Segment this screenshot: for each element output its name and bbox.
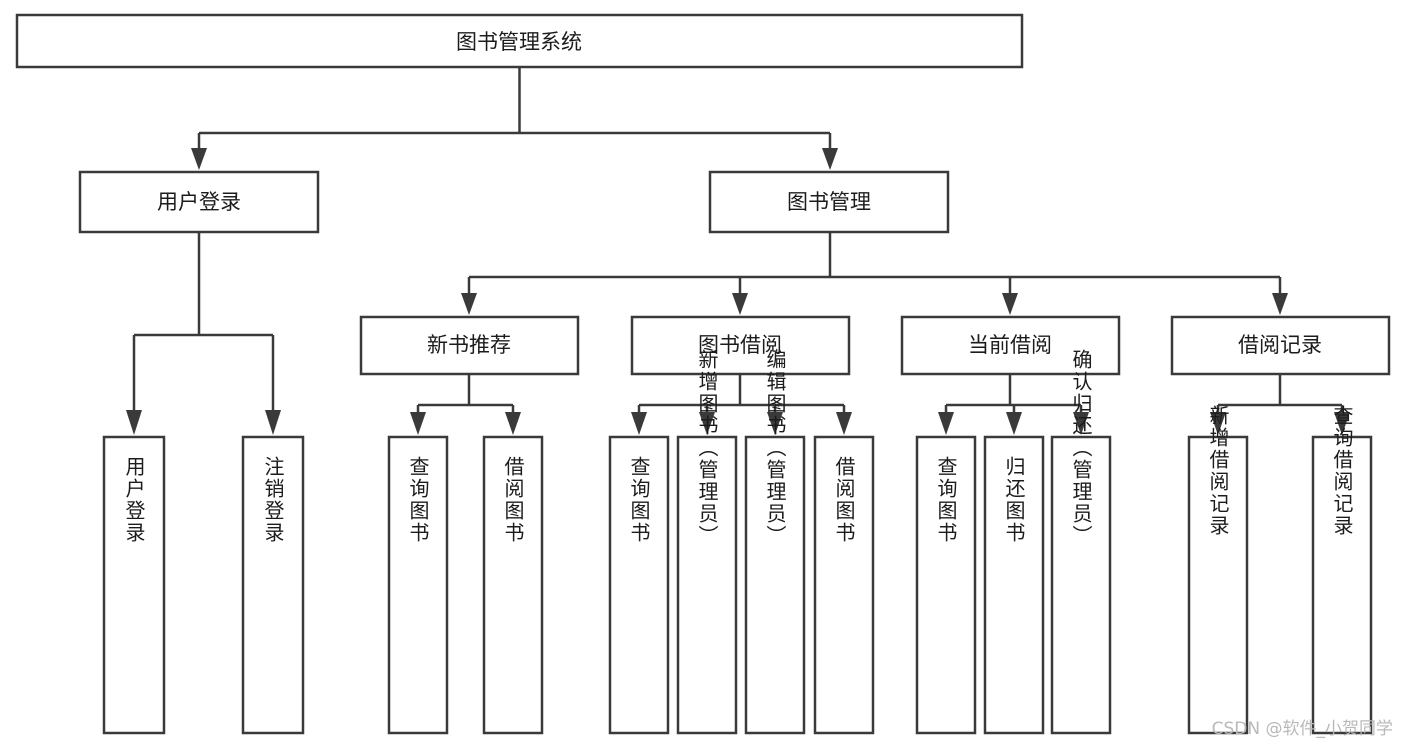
node-leaf-query-book-2-box[interactable]: [608, 435, 670, 735]
node-root-box[interactable]: [15, 13, 1024, 69]
node-leaf-logout[interactable]: 注销登录: [241, 435, 305, 735]
arrow-head-current-borrow: [1002, 293, 1018, 315]
arrow-head-book-borrow: [732, 293, 748, 315]
arrow-head-leaf-logout: [265, 410, 281, 435]
node-leaf-query-book-1[interactable]: 查询图书: [387, 435, 449, 735]
node-leaf-return-book[interactable]: 归还图书: [983, 435, 1045, 735]
node-leaf-borrow-book-2-box[interactable]: [813, 435, 875, 735]
arrow-head-leaf-query-book-2: [631, 412, 647, 435]
node-new-book-rec[interactable]: 新书推荐: [359, 315, 580, 376]
node-leaf-query-book-1-label: 查询图书: [406, 456, 430, 544]
node-book-manage-label: 图书管理: [787, 190, 871, 214]
node-leaf-query-book-3[interactable]: 查询图书: [915, 435, 977, 735]
node-leaf-query-book-3-label: 查询图书: [934, 456, 958, 544]
node-root[interactable]: 图书管理系统: [15, 13, 1024, 69]
node-leaf-user-login-label: 用户登录: [122, 456, 146, 544]
node-new-book-rec-box[interactable]: [359, 315, 580, 376]
arrow-head-leaf-user-login: [126, 410, 142, 435]
node-leaf-confirm-return[interactable]: 确认归还（管理员）: [1050, 349, 1112, 735]
node-leaf-add-record[interactable]: 新增借阅记录: [1187, 405, 1249, 735]
node-leaf-edit-book[interactable]: 编辑图书（管理员）: [744, 349, 806, 735]
node-leaf-add-book-label: 新增图书（管理员）: [695, 349, 719, 547]
node-current-borrow-label: 当前借阅: [968, 333, 1052, 357]
node-leaf-borrow-book-2-label: 借阅图书: [832, 456, 856, 544]
node-root-label: 图书管理系统: [456, 30, 582, 54]
node-user-login[interactable]: 用户登录: [78, 170, 320, 234]
arrow-head-leaf-add-book: [699, 412, 715, 435]
node-leaf-query-record-label: 查询借阅记录: [1330, 405, 1354, 537]
node-leaf-add-book-box[interactable]: [676, 435, 738, 735]
node-leaf-edit-book-label: 编辑图书（管理员）: [763, 349, 787, 547]
node-book-manage[interactable]: 图书管理: [708, 170, 950, 234]
node-leaf-query-book-2-label: 查询图书: [627, 456, 651, 544]
node-leaf-user-login-box[interactable]: [102, 435, 166, 735]
node-leaf-logout-label: 注销登录: [261, 456, 285, 544]
node-borrow-record-label: 借阅记录: [1238, 333, 1322, 357]
connector-layer: [126, 67, 1350, 435]
node-user-login-label: 用户登录: [157, 190, 241, 214]
node-user-login-box[interactable]: [78, 170, 320, 234]
node-leaf-return-book-box[interactable]: [983, 435, 1045, 735]
node-leaf-query-book-2[interactable]: 查询图书: [608, 435, 670, 735]
node-leaf-borrow-book-2[interactable]: 借阅图书: [813, 435, 875, 735]
arrow-head-leaf-return-book: [1006, 412, 1022, 435]
arrow-head-leaf-query-book-3: [938, 412, 954, 435]
arrow-head-book-manage: [822, 148, 838, 170]
node-borrow-record-box[interactable]: [1170, 315, 1391, 376]
node-leaf-borrow-book-1-box[interactable]: [482, 435, 544, 735]
node-new-book-rec-label: 新书推荐: [427, 333, 511, 357]
arrow-head-leaf-edit-book: [767, 412, 783, 435]
node-leaf-borrow-book-1-label: 借阅图书: [501, 456, 525, 544]
arrow-head-leaf-query-record: [1334, 412, 1350, 435]
node-leaf-query-record-box[interactable]: [1311, 435, 1373, 735]
node-current-borrow[interactable]: 当前借阅: [900, 315, 1121, 376]
arrow-head-leaf-borrow-book-1: [505, 412, 521, 435]
arrow-head-leaf-add-record: [1210, 412, 1226, 435]
node-borrow-record[interactable]: 借阅记录: [1170, 315, 1391, 376]
arrow-head-leaf-confirm-return: [1073, 412, 1089, 435]
node-leaf-query-record[interactable]: 查询借阅记录: [1311, 405, 1373, 735]
node-leaf-borrow-book-1[interactable]: 借阅图书: [482, 435, 544, 735]
node-book-manage-box[interactable]: [708, 170, 950, 234]
arrow-head-new-book-rec: [461, 293, 477, 315]
arrow-head-user-login: [191, 148, 207, 170]
node-leaf-query-book-1-box[interactable]: [387, 435, 449, 735]
node-leaf-return-book-label: 归还图书: [1002, 456, 1026, 544]
node-leaf-add-book[interactable]: 新增图书（管理员）: [676, 349, 738, 735]
arrow-head-leaf-query-book-1: [410, 412, 426, 435]
node-leaf-query-book-3-box[interactable]: [915, 435, 977, 735]
arrow-head-borrow-record: [1272, 293, 1288, 315]
node-leaf-add-record-box[interactable]: [1187, 435, 1249, 735]
node-book-borrow-label: 图书借阅: [698, 333, 782, 357]
node-leaf-logout-box[interactable]: [241, 435, 305, 735]
arrow-head-leaf-borrow-book-2: [836, 412, 852, 435]
node-leaf-confirm-return-label: 确认归还（管理员）: [1069, 349, 1093, 547]
node-leaf-user-login[interactable]: 用户登录: [102, 435, 166, 735]
node-current-borrow-box[interactable]: [900, 315, 1121, 376]
node-book-borrow-box[interactable]: [630, 315, 851, 376]
node-leaf-add-record-label: 新增借阅记录: [1206, 405, 1230, 537]
node-leaf-edit-book-box[interactable]: [744, 435, 806, 735]
node-leaf-confirm-return-box[interactable]: [1050, 435, 1112, 735]
node-book-borrow[interactable]: 图书借阅: [630, 315, 851, 376]
